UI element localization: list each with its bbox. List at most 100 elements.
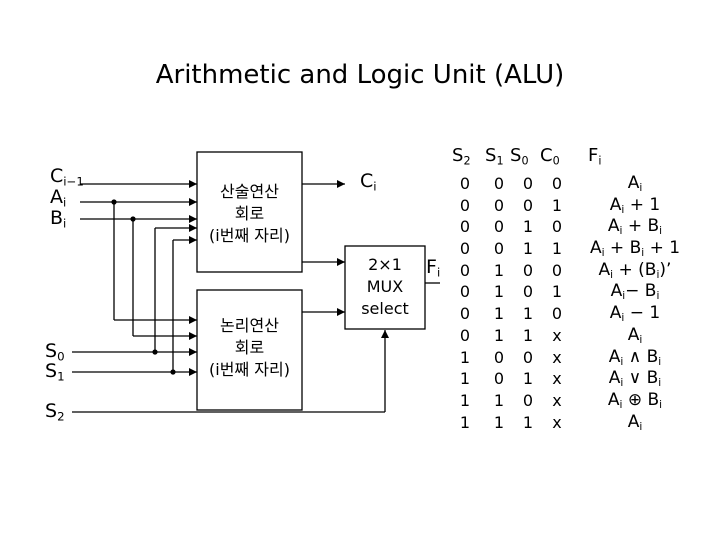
function-cell: Ai ∨ Bi (570, 368, 700, 390)
input-a-label: Ai (50, 186, 67, 210)
function-subscript: i (620, 355, 624, 368)
table-cell-s0: 1 (522, 325, 534, 345)
function-subscript: i (656, 290, 660, 303)
input-s0-label: S0 (45, 340, 65, 364)
carry-out-label: Ci (360, 170, 377, 194)
function-subscript: i (610, 268, 614, 281)
table-cell-s0: 0 (522, 195, 534, 215)
table-cell-c0: 0 (551, 260, 563, 280)
table-cell-s0: 0 (522, 260, 534, 280)
input-s1-label: S1 (45, 360, 65, 384)
table-cell-s1: 1 (493, 325, 505, 345)
function-text: + B (622, 216, 660, 237)
function-subscript: i (601, 247, 605, 260)
table-cell-s1: 1 (493, 260, 505, 280)
table-cell-c0: x (552, 325, 562, 345)
function-text: + 1 (644, 238, 681, 259)
table-cell-s0: 0 (522, 390, 534, 410)
function-cell: Ai− Bi (570, 281, 700, 303)
function-text: ∧ B (623, 346, 659, 367)
function-cell: Ai + (Bi)’ (570, 260, 700, 282)
function-subscript: i (659, 225, 663, 238)
header-c0: C0 (540, 145, 560, 168)
table-cell-c0: x (552, 347, 562, 367)
function-cell: Ai ∧ Bi (570, 347, 700, 369)
function-text: ∨ B (623, 368, 659, 389)
function-cell: Ai − 1 (570, 303, 700, 325)
table-cell-c0: 0 (551, 304, 563, 324)
diagram-title: Arithmetic and Logic Unit (ALU) (155, 60, 565, 90)
mux-block: 2×1 MUX select (345, 254, 425, 320)
function-text: + (B (613, 259, 657, 280)
table-cell-s0: 1 (522, 369, 534, 389)
function-cell: Ai ⊕ Bi (570, 390, 700, 412)
table-cell-s0: 1 (522, 304, 534, 324)
table-cell-s0: 0 (522, 174, 534, 193)
function-text: A (627, 173, 640, 193)
function-cell: Ai (570, 173, 700, 195)
function-subscript: i (619, 225, 623, 238)
function-subscript: i (656, 268, 660, 281)
table-cell-c0: x (552, 390, 562, 410)
table-cell-s2: 0 (459, 282, 471, 302)
function-text: − 1 (624, 303, 661, 324)
logic-line-1: 논리연산 (220, 316, 279, 335)
function-subscript: i (641, 247, 645, 260)
table-cell-s0: 0 (522, 347, 534, 367)
function-text: A (627, 324, 640, 345)
function-text: A (608, 346, 621, 367)
table-cell-s2: 1 (459, 347, 471, 367)
header-s1: S1 (485, 145, 504, 168)
function-text: A (627, 411, 640, 432)
table-cell-c0: x (552, 369, 562, 389)
mux-line-3: select (361, 299, 409, 318)
function-subscript: i (658, 377, 662, 390)
table-cell-s0: 0 (522, 282, 534, 302)
table-cell-s1: 0 (493, 239, 505, 259)
function-subscript: i (659, 399, 663, 412)
function-cell: Ai (570, 325, 700, 347)
function-text: + B (604, 238, 642, 259)
table-cell-s1: 1 (493, 304, 505, 324)
function-cell: Ai + 1 (570, 195, 700, 217)
function-text: A (607, 389, 620, 410)
table-cell-s2: 0 (459, 195, 471, 215)
function-text: A (607, 216, 620, 237)
table-cell-s1: 0 (493, 347, 505, 367)
table-cell-s1: 0 (493, 369, 505, 389)
function-subscript: i (658, 355, 662, 368)
input-carry-label: Ci−1 (50, 165, 84, 189)
table-cell-s1: 0 (493, 174, 505, 193)
function-subscript: i (621, 203, 625, 216)
function-subscript: i (622, 290, 626, 303)
table-cell-s2: 0 (459, 325, 471, 345)
table-cell-s1: 0 (493, 217, 505, 237)
table-cell-s1: 1 (493, 282, 505, 302)
arithmetic-circuit-block: 산술연산 회로 (i번째 자리) (197, 181, 302, 247)
table-cell-s2: 0 (459, 260, 471, 280)
function-text: + 1 (624, 194, 661, 215)
logic-line-3: (i번째 자리) (209, 360, 290, 379)
function-text: A (609, 303, 622, 324)
input-b-label: Bi (50, 207, 67, 231)
function-text: A (610, 281, 623, 302)
table-cell-c0: 1 (551, 282, 563, 302)
table-cell-s1: 1 (493, 412, 505, 432)
table-cell-c0: 0 (551, 217, 563, 237)
function-text: A (608, 368, 621, 389)
function-text: A (589, 238, 602, 259)
function-text: − B (625, 281, 657, 302)
table-cell-c0: 0 (551, 174, 563, 193)
function-cell: Ai + Bi + 1 (570, 238, 700, 260)
table-cell-s0: 1 (522, 217, 534, 237)
table-cell-s2: 0 (459, 304, 471, 324)
logic-circuit-block: 논리연산 회로 (i번째 자리) (197, 315, 302, 381)
function-text: ⊕ B (622, 389, 660, 410)
table-cell-s1: 0 (493, 195, 505, 215)
function-subscript: i (639, 182, 643, 195)
mux-line-1: 2×1 (368, 255, 402, 274)
